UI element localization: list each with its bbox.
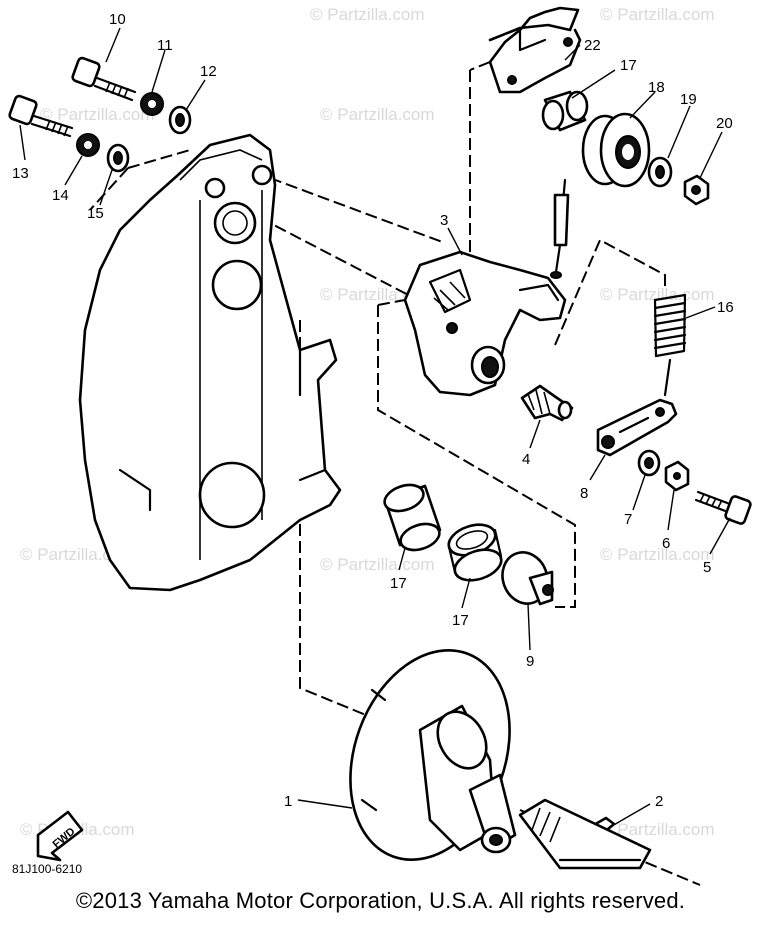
callout-6: 6 — [662, 535, 670, 552]
watermark: © Partzilla.com — [320, 105, 435, 124]
callout-13: 13 — [12, 165, 29, 182]
watermark: © Partzilla.com — [600, 820, 715, 839]
washer-part-12 — [168, 105, 192, 135]
shaft — [518, 798, 652, 870]
callout-14: 14 — [52, 187, 69, 204]
callout-12: 12 — [200, 63, 217, 80]
watermark: © Partzilla.com — [600, 545, 715, 564]
watermark: © Partzilla.com — [40, 105, 155, 124]
nut-part-14 — [76, 133, 100, 157]
lever-part-8 — [596, 398, 678, 457]
callout-21: 20 — [716, 115, 733, 132]
callout-2: 2 — [655, 793, 663, 810]
washer-part-7 — [637, 449, 661, 477]
callout-11: 11 — [157, 37, 173, 54]
callout-17a: 17 — [390, 575, 407, 592]
watermark-layer: © Partzilla.com © Partzilla.com © Partzi… — [20, 5, 715, 839]
callout-19: 18 — [648, 79, 665, 96]
bolt-part-13 — [8, 94, 74, 138]
control-cable — [550, 178, 570, 279]
nut-part-11 — [140, 92, 164, 116]
watermark: © Partzilla.com — [600, 285, 715, 304]
forward-direction-arrow: FWD — [36, 810, 84, 862]
callout-22: 22 — [584, 37, 601, 54]
callout-8: 8 — [580, 485, 588, 502]
callout-labels: 10 11 12 13 14 15 22 17 18 19 20 3 16 4 … — [12, 11, 734, 810]
nut-part-21 — [683, 174, 710, 206]
adjuster-screw-part-4 — [520, 384, 574, 422]
bushing-part-17-b — [447, 523, 503, 582]
pulley-part-19 — [581, 112, 651, 188]
sheave-part-1 — [349, 649, 517, 861]
watermark: © Partzilla.com — [600, 5, 715, 24]
callout-18: 17 — [620, 57, 637, 74]
leader-lines — [19, 27, 731, 827]
callout-20: 19 — [680, 91, 697, 108]
crankcase-cover — [78, 133, 342, 592]
cap-part-9 — [501, 551, 554, 606]
callout-10: 10 — [109, 11, 126, 28]
callout-3: 3 — [440, 212, 448, 229]
lever-bracket-part-3 — [403, 250, 567, 397]
bracket-part-22 — [488, 6, 582, 94]
callout-15: 15 — [87, 205, 104, 222]
watermark: © Partzilla.com — [310, 5, 425, 24]
diagram-part-code: 81J100-6210 — [12, 862, 83, 876]
copyright-notice: ©2013 Yamaha Motor Corporation, U.S.A. A… — [75, 888, 686, 913]
nut-part-6 — [664, 460, 690, 492]
callout-7: 7 — [624, 511, 632, 528]
bushing-part-17-a — [383, 483, 442, 552]
bolt-part-10 — [71, 56, 137, 102]
callout-17b: 17 — [452, 612, 469, 629]
callout-1: 1 — [284, 793, 292, 810]
callout-5: 5 — [703, 559, 711, 576]
callout-9: 9 — [526, 653, 534, 670]
callout-16: 16 — [717, 299, 734, 316]
spring-part-16 — [653, 293, 687, 397]
watermark: © Partzilla.com — [320, 555, 435, 574]
washer-part-15 — [106, 143, 130, 173]
washer-part-20 — [647, 156, 673, 188]
bolt-part-5 — [694, 490, 752, 525]
collar-part-18 — [541, 90, 589, 132]
callout-4: 4 — [522, 451, 530, 468]
